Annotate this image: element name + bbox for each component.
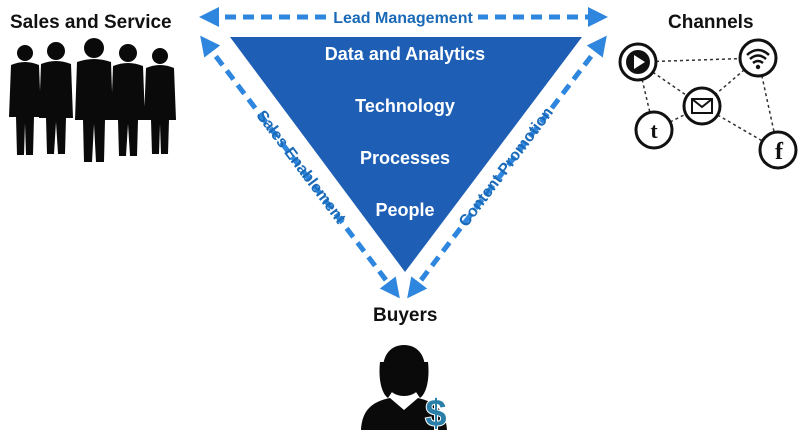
email-icon	[682, 86, 722, 126]
play-icon	[618, 42, 658, 82]
sales-enablement-arrow	[200, 35, 400, 299]
channels-network: t f	[618, 38, 798, 170]
layer-people: People	[375, 200, 435, 220]
sales-team-icon	[9, 38, 176, 162]
layer-data-analytics: Data and Analytics	[324, 44, 486, 64]
layer-processes: Processes	[359, 148, 451, 168]
dollar-icon: $	[425, 393, 446, 435]
tumblr-icon: t	[634, 110, 674, 150]
lead-management-label-bg	[328, 6, 478, 28]
facebook-icon: f	[758, 130, 798, 170]
buyer-icon: $	[361, 345, 448, 435]
layer-technology: Technology	[355, 96, 455, 116]
content-promotion-arrow	[407, 35, 607, 299]
svg-text:t: t	[650, 118, 658, 143]
channels-title: Channels	[668, 12, 754, 33]
wifi-icon	[738, 38, 778, 78]
lead-management-label: Lead Management	[333, 10, 473, 27]
buyers-title: Buyers	[373, 305, 438, 326]
sales-service-title: Sales and Service	[10, 12, 172, 33]
svg-text:f: f	[775, 139, 784, 165]
